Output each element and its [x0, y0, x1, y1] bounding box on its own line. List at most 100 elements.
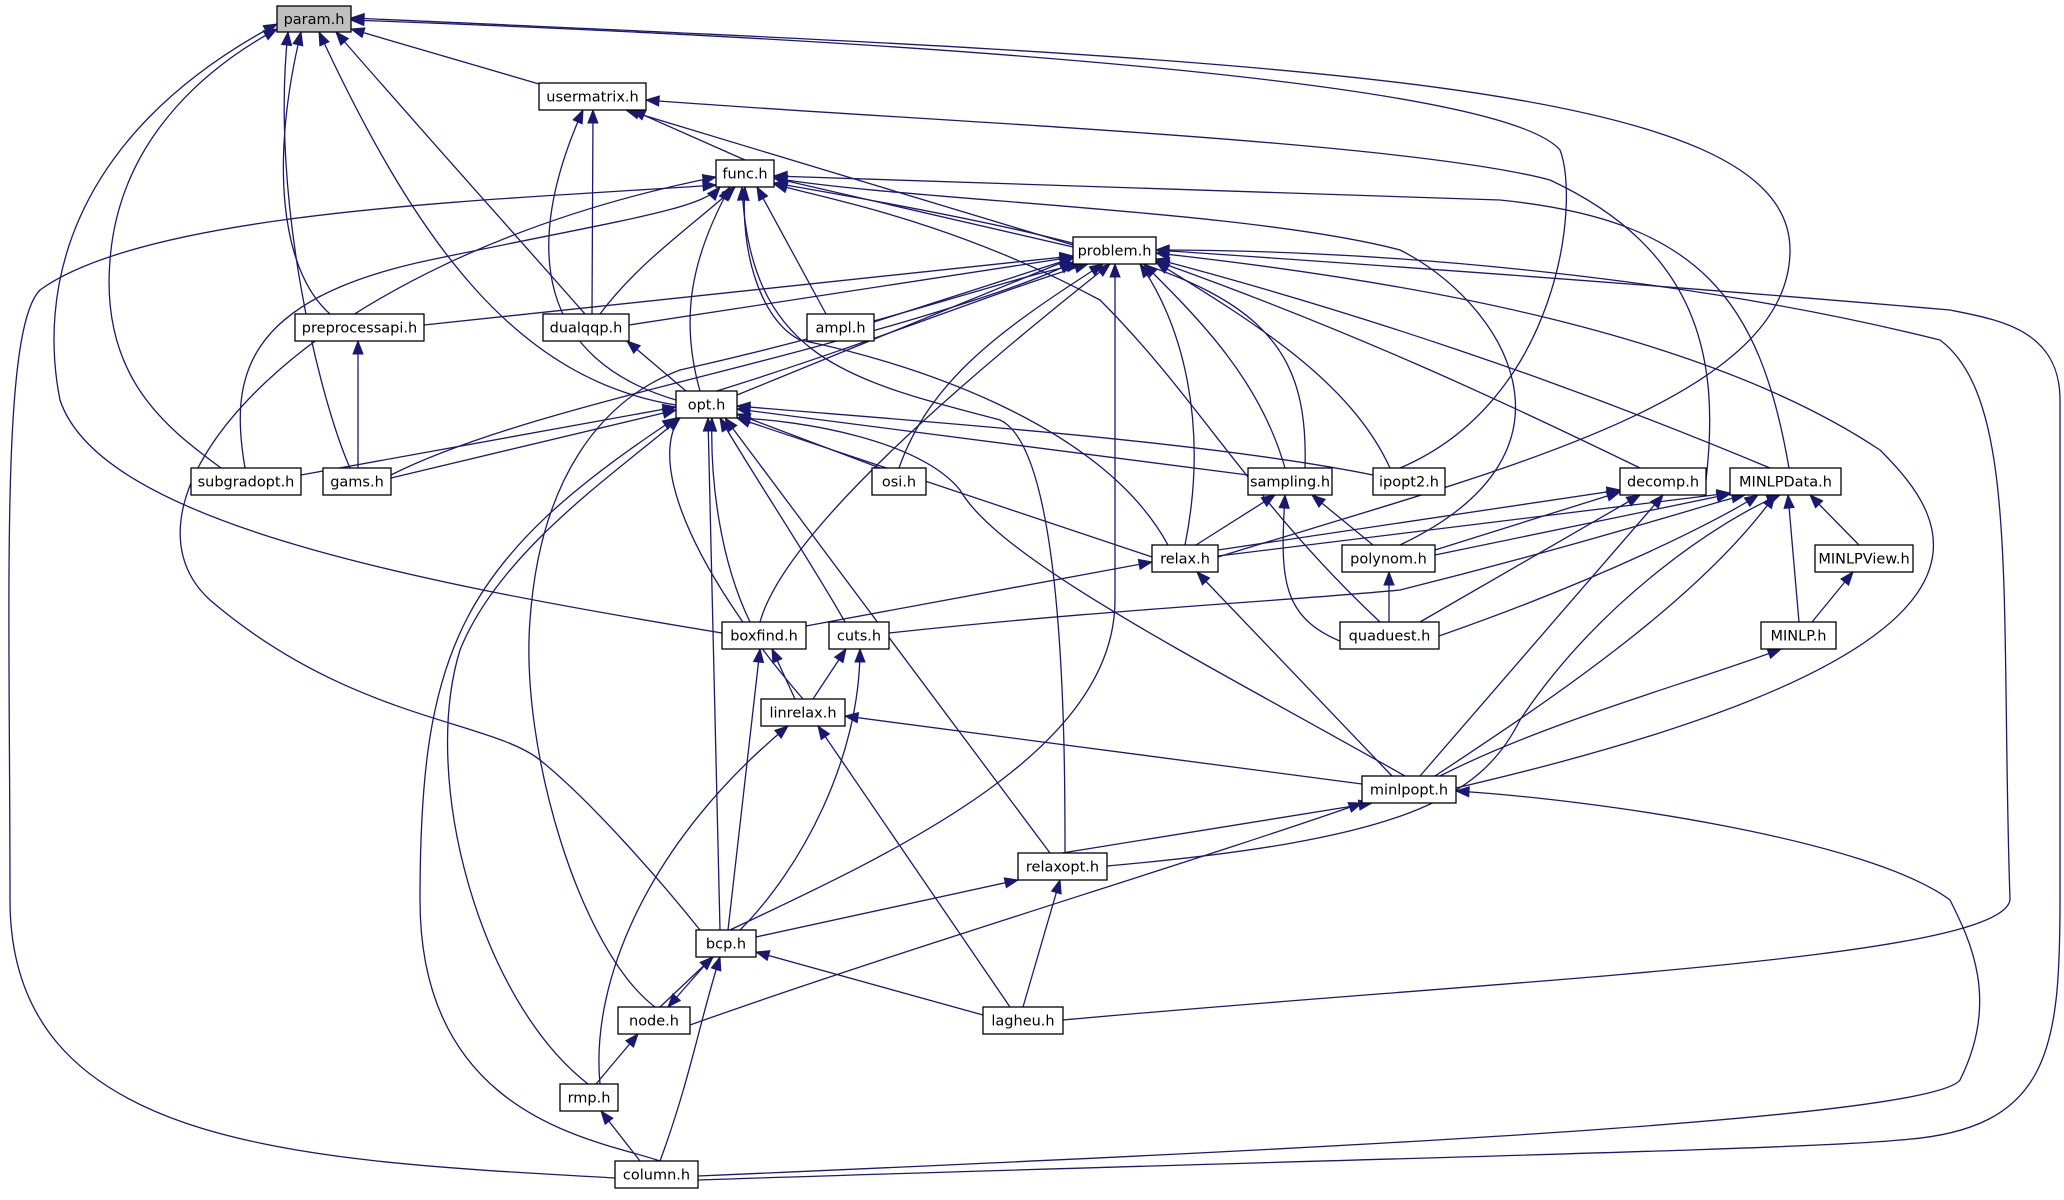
node-box[interactable]: [715, 159, 775, 188]
edge-line: [736, 417, 1153, 558]
node-box[interactable]: [1339, 621, 1440, 650]
edge-arrowhead: [772, 170, 788, 183]
edge-line: [628, 256, 1074, 326]
edge-line: [773, 183, 1381, 623]
edge-arrowhead: [1840, 570, 1854, 587]
edge-arrowhead: [1050, 878, 1062, 895]
edge-line: [108, 28, 278, 469]
edge-arrowhead: [754, 950, 771, 962]
node-bcp[interactable]: bcp.h: [695, 929, 757, 958]
node-column[interactable]: column.h: [614, 1160, 699, 1189]
edge-line: [1434, 494, 1776, 777]
node-box[interactable]: [538, 82, 647, 111]
edge-boxfind-to-problem: [759, 263, 1112, 623]
edge-ipopt2-to-param: [349, 14, 1568, 469]
edge-lagheu-to-linrelax: [817, 724, 1011, 1008]
edge-arrowhead: [1095, 263, 1112, 277]
node-box[interactable]: [1760, 621, 1837, 650]
edge-arrowhead: [1715, 491, 1732, 503]
edge-line: [727, 648, 761, 931]
edge-rmp-to-opt: [446, 417, 682, 1085]
node-polynom[interactable]: polynom.h: [1341, 544, 1436, 573]
edge-minlp-to-minlpview: [1811, 570, 1854, 623]
node-decomp[interactable]: decomp.h: [1619, 467, 1707, 496]
node-box[interactable]: [294, 313, 425, 342]
edge-minlpopt-to-problem: [1154, 248, 1935, 789]
node-box[interactable]: [721, 621, 807, 650]
node-subgradopt[interactable]: subgradopt.h: [190, 467, 302, 496]
node-opt[interactable]: opt.h: [675, 390, 738, 419]
node-cuts[interactable]: cuts.h: [828, 621, 890, 650]
node-box[interactable]: [1017, 852, 1108, 881]
node-gams[interactable]: gams.h: [322, 467, 392, 496]
node-relaxopt[interactable]: relaxopt.h: [1017, 852, 1108, 881]
edge-arrowhead: [718, 185, 731, 202]
node-problem[interactable]: problem.h: [1072, 236, 1157, 265]
edge-arrowhead: [1154, 256, 1171, 268]
edge-line: [697, 790, 1981, 1177]
node-box[interactable]: [542, 313, 630, 342]
node-box[interactable]: [806, 313, 875, 342]
node-box[interactable]: [1151, 544, 1219, 573]
node-box[interactable]: [1341, 544, 1436, 573]
node-param[interactable]: param.h: [276, 5, 352, 33]
node-relax[interactable]: relax.h: [1151, 544, 1219, 573]
edge-arrowhead: [771, 647, 783, 664]
node-linrelax[interactable]: linrelax.h: [760, 698, 846, 727]
node-minlpdata[interactable]: MINLPData.h: [1729, 467, 1842, 496]
node-box[interactable]: [828, 621, 890, 650]
node-ipopt2[interactable]: ipopt2.h: [1372, 467, 1446, 496]
edge-osi-to-opt: [735, 413, 881, 469]
edge-line: [689, 802, 1363, 1026]
edge-arrowhead: [1454, 786, 1470, 798]
node-box[interactable]: [1814, 544, 1914, 573]
edges-layer: [8, 12, 2061, 1181]
edge-line: [446, 417, 681, 1085]
node-boxfind[interactable]: boxfind.h: [721, 621, 807, 650]
node-box[interactable]: [1729, 467, 1842, 496]
edge-column-to-problem: [697, 245, 2061, 1181]
node-box[interactable]: [675, 390, 738, 419]
edge-subgradopt-to-opt: [300, 403, 678, 476]
edge-opt-to-func: [689, 185, 731, 392]
node-minlp[interactable]: MINLP.h: [1760, 621, 1837, 650]
node-quaduest[interactable]: quaduest.h: [1339, 621, 1440, 650]
node-func[interactable]: func.h: [715, 159, 775, 188]
node-usermatrix[interactable]: usermatrix.h: [538, 82, 647, 111]
edge-arrowhead: [724, 416, 738, 433]
node-box[interactable]: [614, 1160, 699, 1189]
node-box[interactable]: [276, 5, 352, 33]
edge-line: [755, 879, 1019, 938]
node-box[interactable]: [760, 698, 846, 727]
node-label: boxfind.h: [730, 629, 798, 645]
edge-line: [423, 255, 1074, 326]
node-lagheu[interactable]: lagheu.h: [982, 1006, 1064, 1035]
node-sampling[interactable]: sampling.h: [1247, 467, 1333, 496]
node-box[interactable]: [1072, 236, 1157, 265]
node-ampl[interactable]: ampl.h: [806, 313, 875, 342]
node-box[interactable]: [982, 1006, 1064, 1035]
node-rmp[interactable]: rmp.h: [559, 1083, 619, 1112]
edge-line: [1155, 252, 1935, 789]
edge-node-to-minlpopt: [689, 802, 1364, 1026]
edge-column-to-func: [8, 180, 718, 1179]
node-preprocessapi[interactable]: preprocessapi.h: [294, 313, 425, 342]
node-node[interactable]: node.h: [617, 1006, 691, 1035]
node-box[interactable]: [871, 467, 927, 496]
node-minlpview[interactable]: MINLPView.h: [1814, 544, 1914, 573]
node-minlpopt[interactable]: minlpopt.h: [1361, 775, 1457, 804]
node-box[interactable]: [695, 929, 757, 958]
node-box[interactable]: [322, 467, 392, 496]
node-box[interactable]: [1619, 467, 1707, 496]
edge-line: [729, 264, 1116, 931]
node-box[interactable]: [1361, 775, 1457, 804]
edge-line: [1438, 494, 1759, 637]
node-box[interactable]: [617, 1006, 691, 1035]
node-osi[interactable]: osi.h: [871, 467, 927, 496]
node-box[interactable]: [559, 1083, 619, 1112]
node-box[interactable]: [1247, 467, 1333, 496]
node-dualqqp[interactable]: dualqqp.h: [542, 313, 630, 342]
node-box[interactable]: [1372, 467, 1446, 496]
node-box[interactable]: [190, 467, 302, 496]
edge-line: [1419, 494, 1664, 777]
